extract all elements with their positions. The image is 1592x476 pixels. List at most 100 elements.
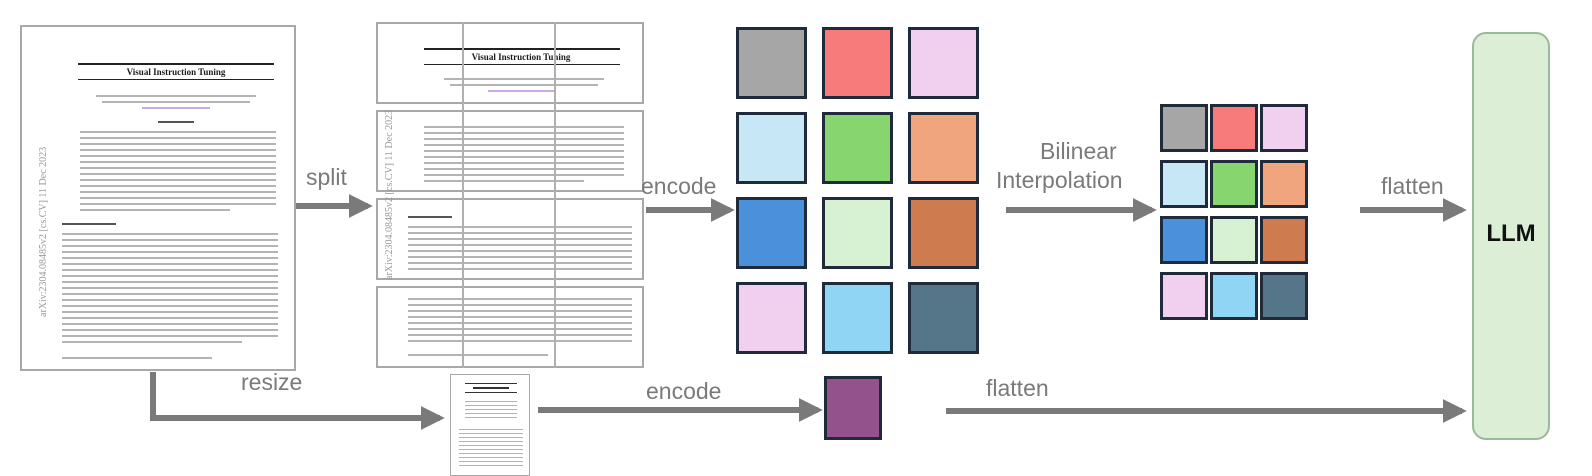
text-line bbox=[80, 203, 276, 205]
encode-bottom-label: encode bbox=[646, 378, 722, 404]
interp-tile-r3c1 bbox=[1160, 216, 1208, 264]
text-line bbox=[62, 263, 278, 265]
text-line bbox=[424, 156, 624, 158]
text-line bbox=[408, 226, 632, 228]
text-line bbox=[408, 238, 632, 240]
text-line bbox=[62, 233, 278, 235]
text-line bbox=[465, 401, 517, 402]
text-line bbox=[408, 340, 632, 342]
text-line bbox=[459, 457, 523, 458]
llm-label: LLM bbox=[1486, 220, 1536, 247]
text-line bbox=[80, 167, 276, 169]
text-line bbox=[62, 335, 278, 337]
text-line bbox=[158, 121, 194, 123]
text-line bbox=[459, 433, 523, 434]
crop-rule bbox=[424, 64, 620, 65]
text-line bbox=[459, 441, 523, 442]
page-rule-top bbox=[78, 63, 274, 65]
text-line bbox=[459, 429, 523, 430]
text-line bbox=[80, 161, 276, 163]
encoded-tile-r4c2 bbox=[822, 282, 893, 354]
text-line bbox=[80, 191, 276, 193]
text-line bbox=[62, 299, 278, 301]
text-line bbox=[408, 354, 548, 356]
text-line bbox=[424, 150, 624, 152]
text-line bbox=[424, 174, 624, 176]
interp-tile-r2c3 bbox=[1260, 160, 1308, 208]
text-line bbox=[465, 409, 517, 410]
text-line bbox=[408, 298, 632, 300]
split-crop-4 bbox=[376, 286, 644, 368]
encoded-tile-r4c1 bbox=[736, 282, 807, 354]
text-line bbox=[408, 328, 632, 330]
text-line bbox=[102, 101, 250, 103]
text-line bbox=[62, 251, 278, 253]
text-line bbox=[62, 287, 278, 289]
text-line bbox=[408, 304, 632, 306]
encoded-tile-r1c3 bbox=[908, 27, 979, 99]
page-title: Visual Instruction Tuning bbox=[126, 67, 226, 77]
interp-tile-r1c2 bbox=[1210, 104, 1258, 152]
encoded-tile-r1c1 bbox=[736, 27, 807, 99]
text-line bbox=[80, 149, 276, 151]
interp-tile-r2c2 bbox=[1210, 160, 1258, 208]
text-line bbox=[80, 197, 276, 199]
encode-top-label: encode bbox=[641, 173, 717, 199]
text-line bbox=[424, 168, 624, 170]
split-crop-1: Visual Instruction Tuning bbox=[376, 22, 644, 104]
text-line bbox=[424, 180, 584, 182]
text-line bbox=[62, 293, 278, 295]
text-line bbox=[80, 173, 276, 175]
text-line bbox=[62, 311, 278, 313]
encoded-tile-r1c2 bbox=[822, 27, 893, 99]
interp-tile-r4c3 bbox=[1260, 272, 1308, 320]
text-line bbox=[424, 162, 624, 164]
split-crop-3 bbox=[376, 198, 644, 280]
text-line bbox=[459, 445, 523, 446]
text-line bbox=[62, 275, 278, 277]
text-line bbox=[459, 461, 523, 462]
text-line bbox=[408, 310, 632, 312]
text-line bbox=[424, 126, 624, 128]
text-line bbox=[424, 144, 624, 146]
text-line bbox=[80, 137, 276, 139]
text-line bbox=[80, 209, 230, 211]
interp-tile-r4c1 bbox=[1160, 272, 1208, 320]
text-line bbox=[62, 329, 278, 331]
text-line bbox=[408, 216, 452, 218]
interp-tile-r3c3 bbox=[1260, 216, 1308, 264]
text-line bbox=[142, 107, 210, 109]
text-line bbox=[459, 465, 523, 466]
flatten-bottom-label: flatten bbox=[986, 375, 1049, 401]
text-line bbox=[80, 185, 276, 187]
text-line bbox=[80, 131, 276, 133]
interp-tile-r2c1 bbox=[1160, 160, 1208, 208]
text-line bbox=[62, 305, 278, 307]
text-line bbox=[62, 357, 212, 359]
interp-tile-r1c3 bbox=[1260, 104, 1308, 152]
encoded-tile-r2c2 bbox=[822, 112, 893, 184]
llm-block: LLM bbox=[1472, 32, 1550, 440]
crop-rule bbox=[424, 48, 620, 50]
encoded-tile-r2c3 bbox=[908, 112, 979, 184]
interp-tile-r3c2 bbox=[1210, 216, 1258, 264]
bilinear-label-line1: Bilinear bbox=[1040, 138, 1117, 164]
text-line bbox=[444, 78, 604, 80]
encoded-tile-r3c2 bbox=[822, 197, 893, 269]
text-line bbox=[408, 334, 632, 336]
text-line bbox=[408, 244, 632, 246]
split-label: split bbox=[306, 164, 347, 190]
text-line bbox=[62, 239, 278, 241]
text-line bbox=[424, 138, 624, 140]
text-line bbox=[62, 341, 242, 343]
text-line bbox=[62, 245, 278, 247]
text-line bbox=[465, 417, 517, 418]
crop-title: Visual Instruction Tuning bbox=[471, 52, 571, 62]
global-token-tile bbox=[824, 376, 882, 440]
split-crop-2 bbox=[376, 110, 644, 192]
text-line bbox=[96, 95, 256, 97]
encoded-tile-r3c1 bbox=[736, 197, 807, 269]
text-line bbox=[408, 256, 632, 258]
text-line bbox=[488, 90, 556, 92]
